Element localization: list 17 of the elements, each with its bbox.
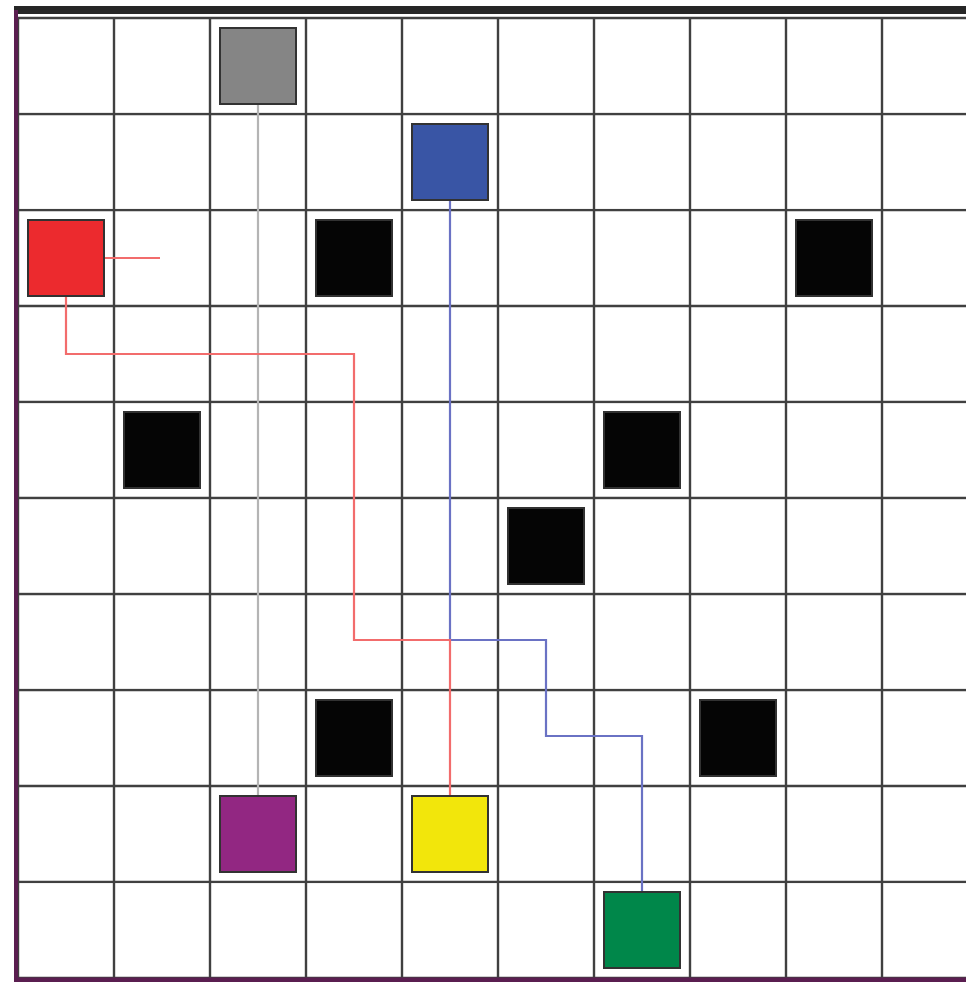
- colored-square: [315, 699, 393, 777]
- colored-square: [27, 219, 105, 297]
- colored-square: [219, 27, 297, 105]
- colored-square: [123, 411, 201, 489]
- colored-square: [699, 699, 777, 777]
- colored-square: [795, 219, 873, 297]
- colored-square: [603, 891, 681, 969]
- colored-square: [411, 795, 489, 873]
- colored-square: [219, 795, 297, 873]
- connector-line: [64, 297, 452, 795]
- connector-line: [448, 201, 644, 891]
- colored-square: [315, 219, 393, 297]
- colored-square: [507, 507, 585, 585]
- colored-square: [603, 411, 681, 489]
- connector-line: [105, 256, 160, 260]
- colored-square: [411, 123, 489, 201]
- connector-line: [256, 105, 260, 795]
